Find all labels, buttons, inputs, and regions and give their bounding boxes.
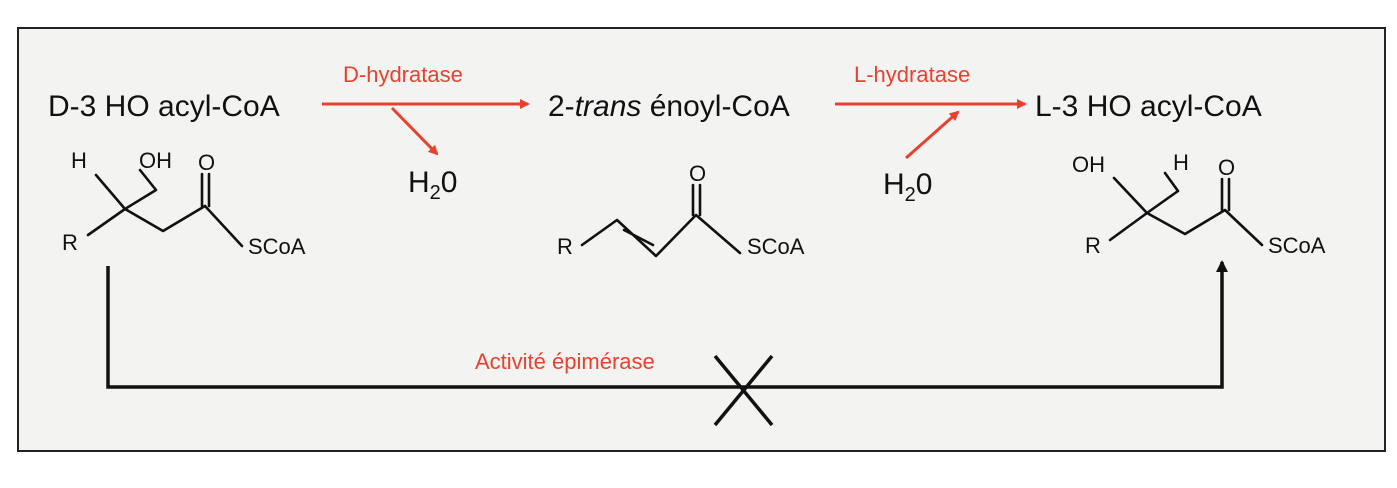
right-atom-h: H (1173, 150, 1189, 175)
right-h-wedge-bonds (1145, 171, 1180, 215)
left-oh-wedge-bonds (123, 168, 158, 211)
right-atom-r: R (1085, 233, 1101, 258)
right-chain-bonds (1108, 208, 1264, 247)
water-left: H20 (408, 166, 457, 204)
compound-middle-suffix: énoyl-CoA (641, 90, 789, 123)
structure-middle: R O SCoA (557, 161, 805, 259)
compound-right-name: L-3 HO acyl-CoA (1035, 90, 1262, 123)
right-oh-bond (1112, 176, 1149, 215)
enzyme-d-hydratase-label: D-hydratase (343, 62, 463, 87)
compound-middle-name: 2-trans énoyl-CoA (548, 90, 790, 123)
left-h-bond (94, 173, 127, 211)
middle-double-bond-inner (622, 228, 655, 247)
left-chain-bonds (86, 204, 244, 248)
structure-right: OH H O R SCoA (1072, 150, 1326, 258)
left-atom-oh: OH (139, 148, 172, 173)
right-atom-scoa: SCoA (1268, 233, 1326, 258)
right-atom-oh: OH (1072, 152, 1105, 177)
compound-left-name: D-3 HO acyl-CoA (48, 90, 280, 123)
left-atom-scoa: SCoA (248, 234, 306, 259)
enzyme-l-hydratase-label: L-hydratase (854, 62, 970, 87)
compound-middle-italic: trans (575, 90, 642, 123)
middle-chain-bonds (580, 213, 742, 258)
middle-atom-o: O (689, 161, 706, 186)
left-atom-r: R (62, 230, 78, 255)
d-hydratase-water-out-arrow (390, 106, 439, 156)
blocked-cross-icon (713, 354, 774, 427)
structure-left: H OH O R SCoA (62, 148, 306, 259)
epimerase-path-arrow (106, 260, 1228, 389)
compound-middle-prefix: 2- (548, 90, 575, 123)
right-atom-o: O (1218, 155, 1235, 180)
middle-atom-scoa: SCoA (747, 234, 805, 259)
enzyme-epimerase-label: Activité épimérase (475, 349, 655, 374)
left-atom-h: H (71, 148, 87, 173)
l-hydratase-water-in-arrow (905, 110, 960, 160)
middle-atom-r: R (557, 234, 573, 259)
diagram-frame (17, 27, 1386, 452)
water-right: H20 (883, 168, 932, 206)
left-atom-o: O (198, 150, 215, 175)
